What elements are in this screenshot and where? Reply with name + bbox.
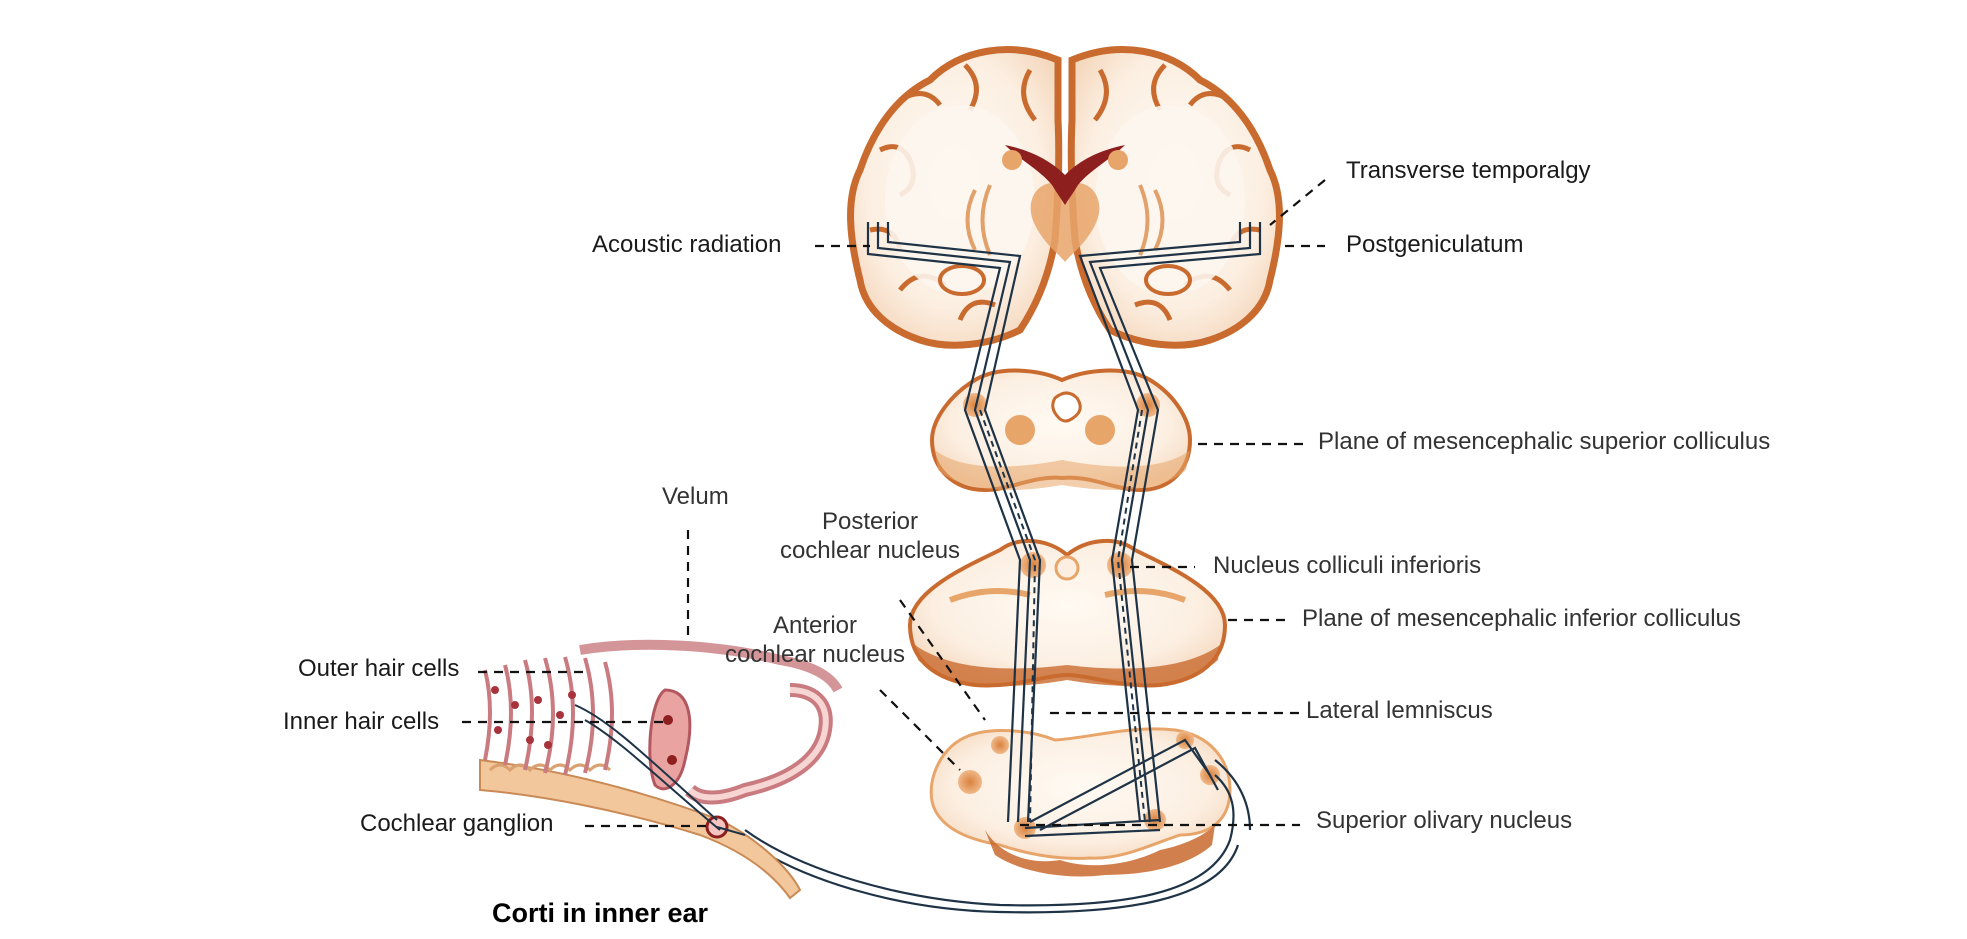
label-plane-inferior-colliculus: Plane of mesencephalic inferior collicul…	[1302, 605, 1741, 632]
brain-coronal-section	[847, 46, 1283, 349]
label-acoustic-radiation: Acoustic radiation	[592, 231, 782, 258]
label-posterior-cochlear-nucleus: Posterior cochlear nucleus	[779, 508, 961, 564]
label-outer-hair-cells: Outer hair cells	[298, 655, 460, 682]
caption-corti-in-inner-ear: Corti in inner ear	[492, 898, 709, 928]
thalamus	[1030, 182, 1100, 262]
cochlea-organ-of-corti	[479, 639, 843, 900]
label-superior-olivary-nucleus: Superior olivary nucleus	[1316, 807, 1573, 834]
leader-lines	[462, 179, 1326, 828]
label-transverse-temporal: Transverse temporalgy	[1346, 157, 1591, 184]
lateral-ventricles	[1005, 145, 1125, 205]
label-cochlear-ganglion: Cochlear ganglion	[360, 810, 554, 837]
label-anterior-cochlear-nucleus: Anterior cochlear nucleus	[724, 612, 906, 668]
label-velum: Velum	[662, 483, 729, 510]
pons-section	[929, 727, 1232, 877]
label-nucleus-colliculi-inferioris: Nucleus colliculi inferioris	[1213, 552, 1482, 579]
label-inner-hair-cells: Inner hair cells	[283, 708, 440, 735]
label-lateral-lemniscus: Lateral lemniscus	[1306, 697, 1493, 724]
label-plane-superior-colliculus: Plane of mesencephalic superior collicul…	[1318, 428, 1771, 455]
label-postgeniculatum: Postgeniculatum	[1346, 231, 1524, 258]
auditory-pathway-tracts	[744, 222, 1262, 914]
